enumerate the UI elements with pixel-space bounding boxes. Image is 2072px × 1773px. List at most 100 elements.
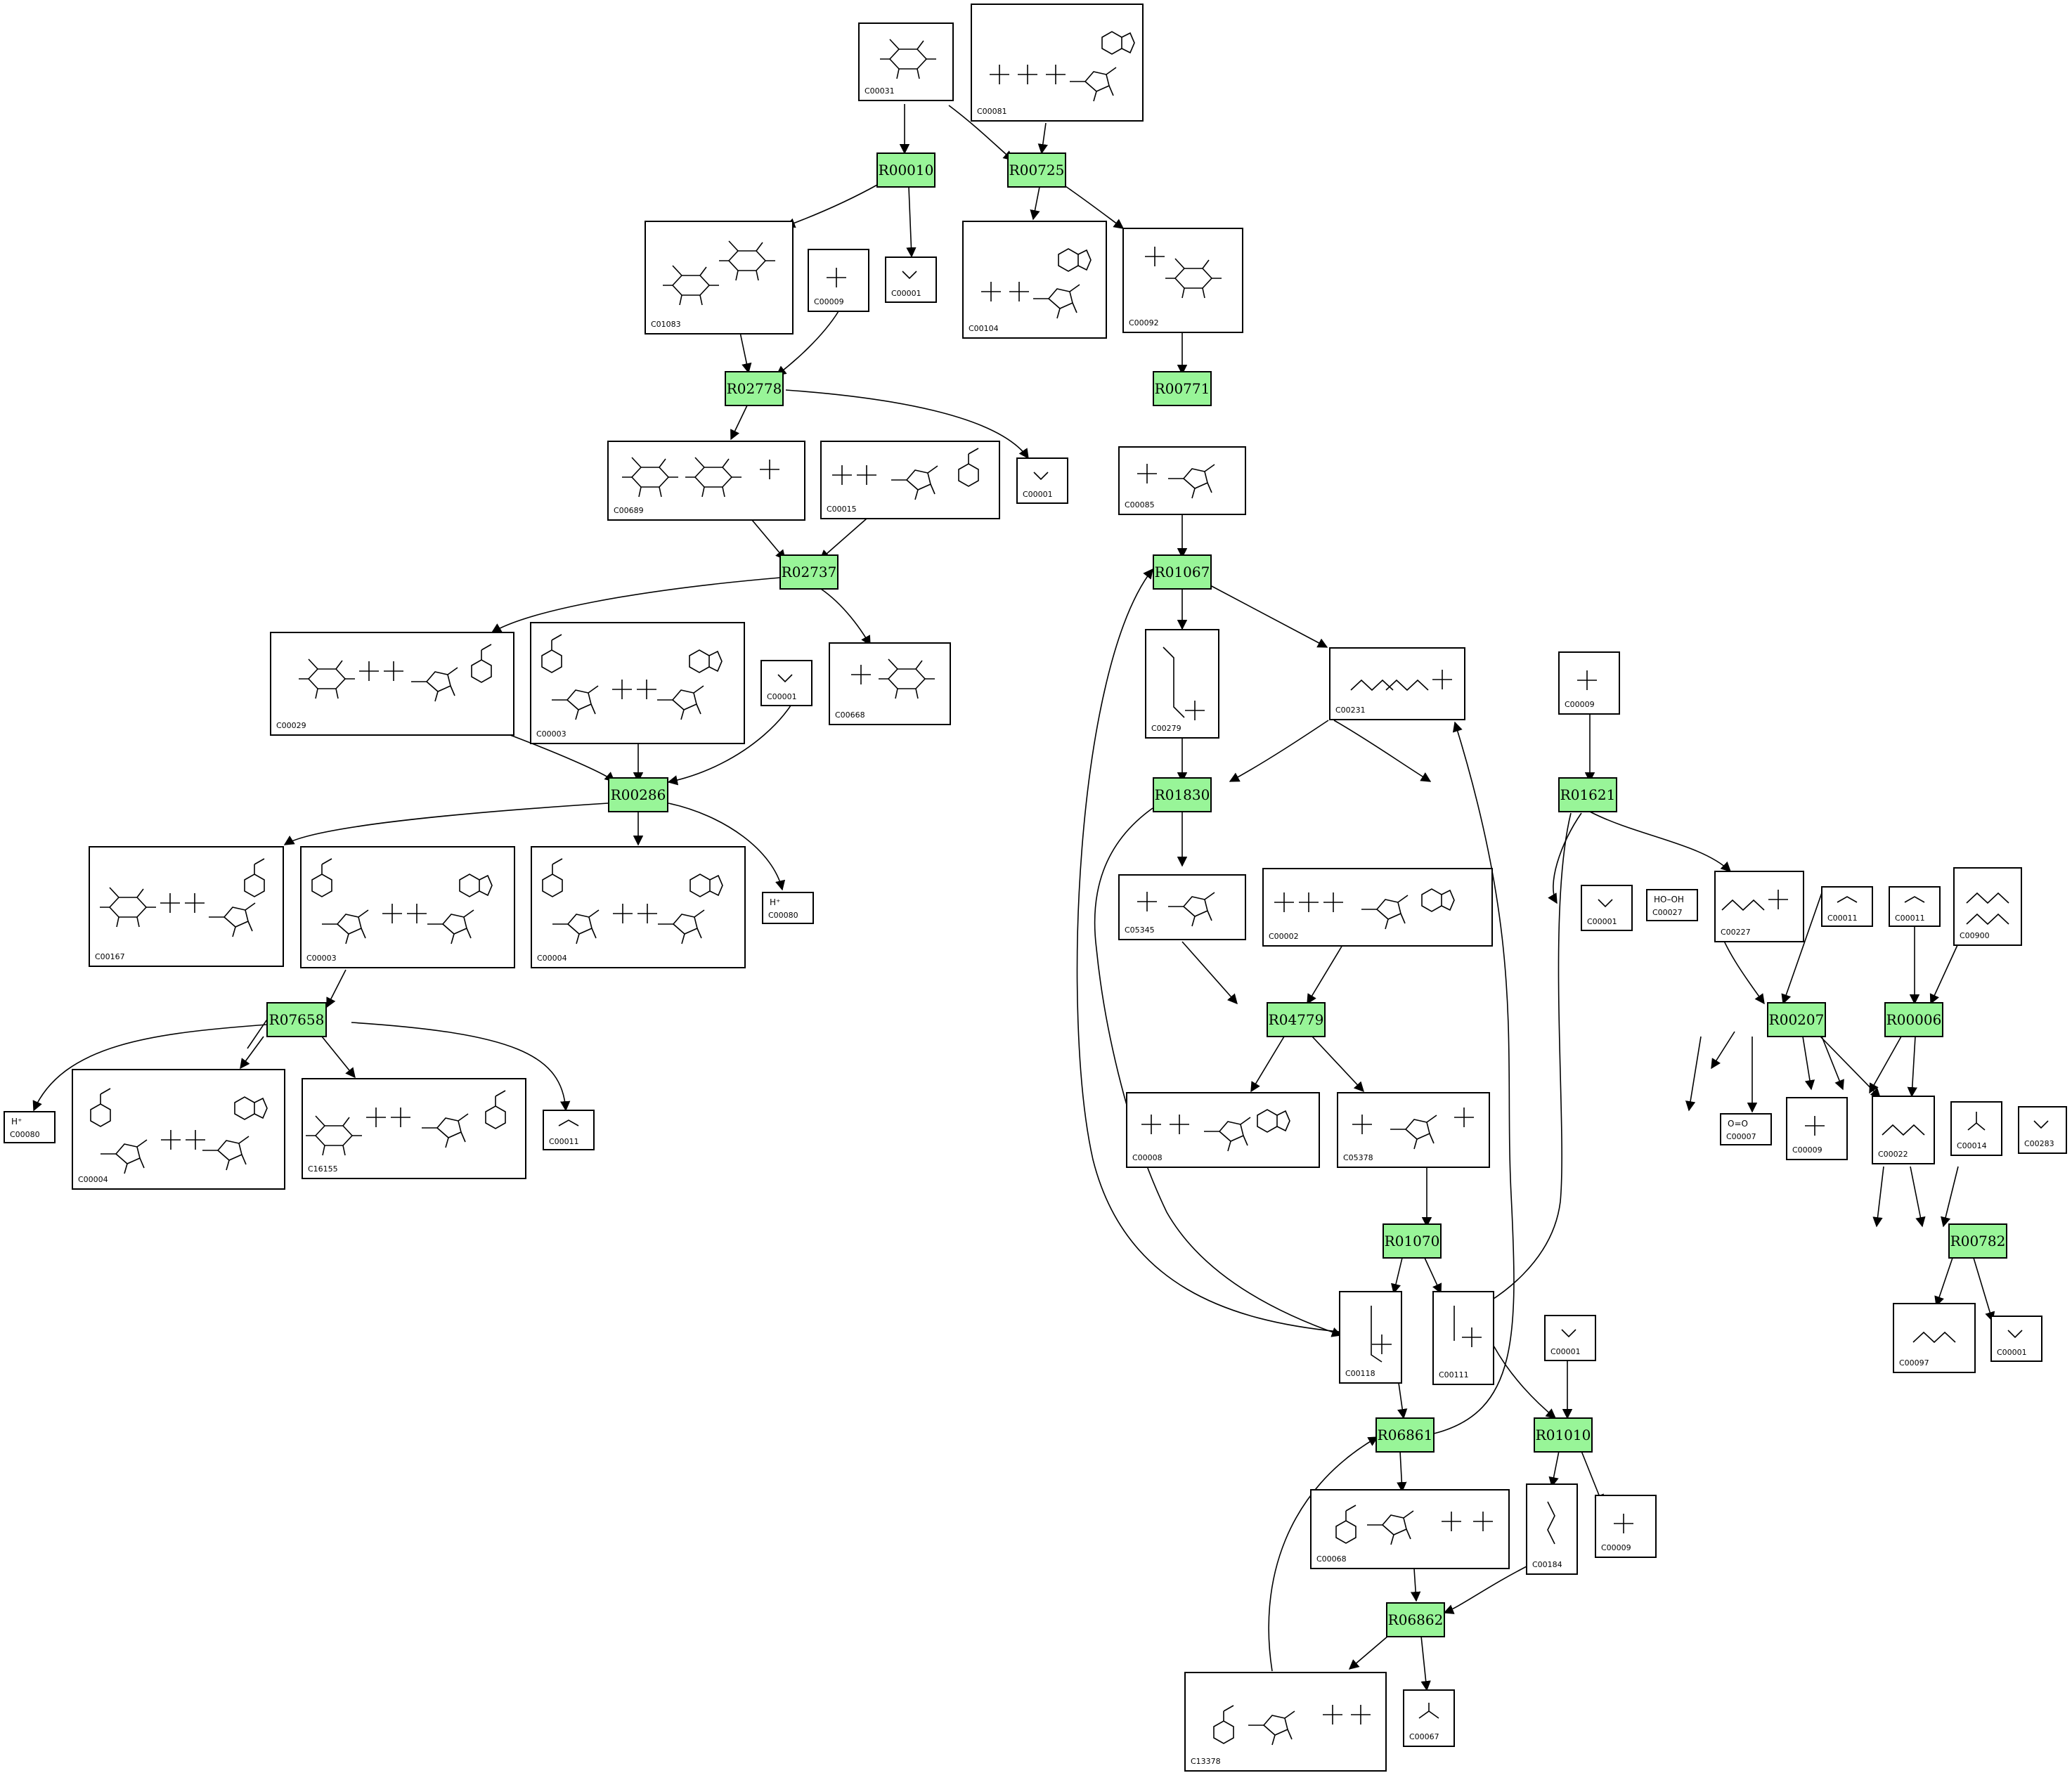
compound-node[interactable]: C00009	[1786, 1097, 1848, 1160]
compound-node[interactable]: H⁺ C00080	[4, 1111, 56, 1143]
reaction-node[interactable]: R07658	[266, 1002, 327, 1037]
svg-text:C00001: C00001	[1587, 917, 1617, 926]
compound-node[interactable]: C00014	[1950, 1101, 2002, 1156]
svg-text:C01083: C01083	[651, 320, 681, 329]
svg-text:R02778: R02778	[727, 380, 782, 397]
compound-node[interactable]: C00900	[1953, 867, 2022, 946]
compound-node[interactable]: C00283	[2018, 1106, 2067, 1154]
reaction-node[interactable]: R06862	[1386, 1602, 1445, 1637]
svg-text:R04779: R04779	[1269, 1011, 1324, 1028]
svg-text:C00001: C00001	[1550, 1347, 1581, 1356]
reaction-node[interactable]: R01010	[1534, 1417, 1593, 1453]
compound-node[interactable]: C00279	[1145, 629, 1219, 739]
reaction-node[interactable]: R01070	[1383, 1223, 1442, 1259]
compound-node[interactable]: C00104	[962, 221, 1107, 339]
svg-text:C00081: C00081	[977, 107, 1007, 116]
compound-node[interactable]: C00085	[1118, 446, 1246, 515]
reaction-node[interactable]: R02778	[725, 371, 784, 406]
svg-text:C00014: C00014	[1957, 1141, 1987, 1150]
svg-text:C00097: C00097	[1899, 1358, 1929, 1368]
svg-text:C00283: C00283	[2024, 1139, 2054, 1148]
compound-node[interactable]: C00003	[530, 622, 745, 744]
svg-text:C00080: C00080	[768, 911, 798, 920]
compound-node[interactable]: C00004	[531, 846, 746, 968]
compound-node[interactable]: C00118	[1339, 1291, 1402, 1384]
compound-node[interactable]: C00003	[300, 846, 515, 968]
compound-node[interactable]: C00167	[89, 846, 284, 967]
compound-node[interactable]: C05345	[1118, 874, 1246, 940]
svg-text:C00111: C00111	[1439, 1370, 1469, 1379]
compound-node[interactable]: C00009	[1558, 651, 1620, 715]
svg-text:C00008: C00008	[1132, 1153, 1163, 1162]
svg-text:C00104: C00104	[969, 324, 999, 333]
svg-text:R06861: R06861	[1378, 1427, 1433, 1443]
compound-node[interactable]: C00001	[1581, 885, 1633, 931]
compound-node[interactable]: C00227	[1714, 871, 1804, 942]
compound-node[interactable]: C00004	[72, 1069, 285, 1190]
compound-node[interactable]: C13378	[1184, 1672, 1387, 1772]
compound-node[interactable]: C00011	[1821, 886, 1873, 927]
compound-node[interactable]: C00001	[1990, 1316, 2042, 1362]
compound-node[interactable]: C00111	[1432, 1291, 1494, 1385]
svg-text:C00900: C00900	[1960, 931, 1990, 940]
compound-node[interactable]: C01083	[645, 221, 794, 335]
reaction-node[interactable]: R00725	[1007, 152, 1066, 188]
compound-node[interactable]: C00068	[1310, 1489, 1510, 1569]
svg-text:HO–OH: HO–OH	[1654, 895, 1684, 904]
compound-node[interactable]: C00011	[543, 1110, 595, 1150]
svg-text:R01070: R01070	[1385, 1233, 1440, 1249]
compound-node[interactable]: C00022	[1872, 1096, 1935, 1164]
reaction-node[interactable]: R01067	[1153, 554, 1212, 590]
svg-text:O=O: O=O	[1728, 1119, 1748, 1129]
compound-node[interactable]: C00015	[820, 441, 1000, 519]
svg-text:R00286: R00286	[611, 786, 666, 803]
compound-node[interactable]: C00097	[1893, 1303, 1976, 1373]
compound-node[interactable]: C00081	[971, 4, 1144, 122]
svg-text:C00029: C00029	[276, 721, 306, 730]
reaction-node[interactable]: R06861	[1375, 1417, 1435, 1453]
svg-text:C00002: C00002	[1269, 932, 1299, 941]
compound-node[interactable]: C00231	[1329, 647, 1465, 720]
compound-node[interactable]: C00002	[1262, 868, 1493, 947]
compound-node[interactable]: H⁺ C00080	[762, 892, 814, 924]
compound-node[interactable]: C00001	[1016, 457, 1068, 504]
reaction-node[interactable]: R01830	[1153, 777, 1212, 812]
compound-node[interactable]: C00008	[1126, 1092, 1320, 1168]
svg-text:R01830: R01830	[1155, 786, 1210, 803]
reaction-node[interactable]: R00771	[1153, 371, 1212, 406]
compound-node[interactable]: C16155	[302, 1078, 526, 1179]
compound-node[interactable]: C00009	[1595, 1495, 1657, 1558]
svg-text:R00782: R00782	[1950, 1233, 2006, 1249]
reaction-node[interactable]: R02737	[779, 554, 838, 590]
compound-node[interactable]: C00011	[1889, 886, 1941, 927]
svg-text:C00004: C00004	[78, 1175, 108, 1184]
compound-node[interactable]: C00668	[829, 642, 951, 725]
compound-node[interactable]: C00031	[858, 22, 954, 101]
compound-node[interactable]: C00689	[607, 441, 805, 521]
compound-node[interactable]: O=O C00007	[1720, 1113, 1772, 1145]
svg-text:C00007: C00007	[1726, 1132, 1756, 1141]
compound-node[interactable]: C00001	[885, 256, 937, 303]
compound-node[interactable]: C00001	[1544, 1315, 1596, 1361]
compound-node[interactable]: C00009	[808, 249, 869, 312]
compound-node[interactable]: C00092	[1122, 228, 1243, 333]
compound-node[interactable]: C05378	[1337, 1092, 1490, 1168]
svg-text:C00231: C00231	[1335, 706, 1366, 715]
compound-node[interactable]: C00184	[1526, 1483, 1578, 1575]
compound-node[interactable]: C00029	[270, 632, 514, 736]
svg-text:C00009: C00009	[1792, 1145, 1822, 1155]
reaction-node[interactable]: R04779	[1267, 1002, 1326, 1037]
reaction-nodes: R00010 R00725 R02778 R00771 R02737 R0106…	[266, 152, 2007, 1637]
compound-node[interactable]: C00001	[760, 660, 812, 706]
svg-text:R07658: R07658	[269, 1011, 325, 1028]
compound-node[interactable]: HO–OH C00027	[1646, 889, 1698, 921]
reaction-node[interactable]: R00286	[608, 777, 668, 812]
compound-node[interactable]: C00067	[1403, 1689, 1455, 1747]
reaction-node[interactable]: R00010	[876, 152, 935, 188]
svg-text:R02737: R02737	[782, 564, 837, 580]
svg-text:C00167: C00167	[95, 952, 125, 961]
reaction-node[interactable]: R00207	[1767, 1002, 1826, 1037]
reaction-node[interactable]: R00782	[1948, 1223, 2007, 1259]
reaction-node[interactable]: R00006	[1884, 1002, 1943, 1037]
reaction-node[interactable]: R01621	[1558, 777, 1617, 812]
